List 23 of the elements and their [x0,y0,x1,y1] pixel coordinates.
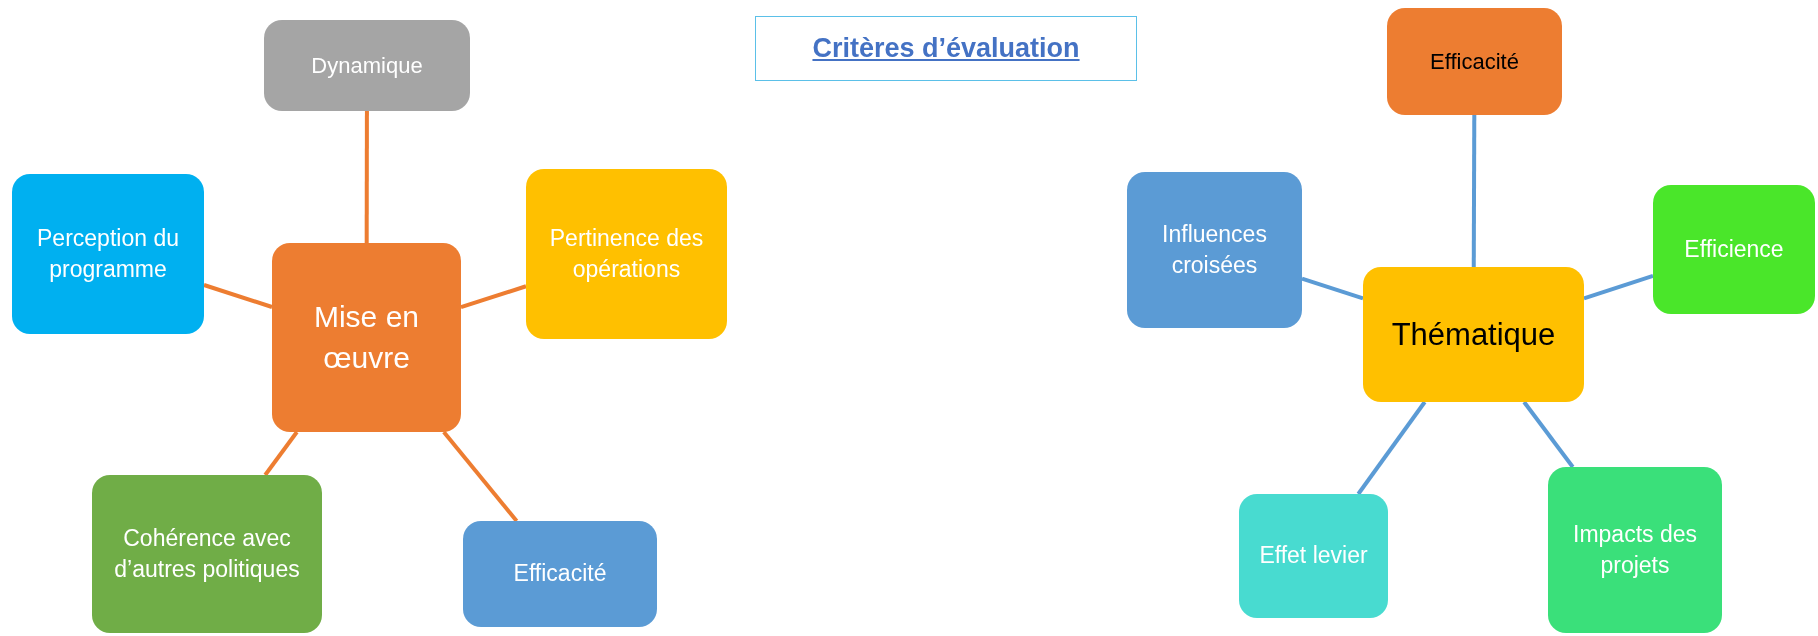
connector-line [460,284,527,310]
criterion-box: Effet levier [1239,494,1388,618]
connector-line [1471,115,1477,267]
criterion-box: Perception du programme [12,174,204,334]
connector-line [1301,276,1364,301]
criterion-box: Pertinence des opérations [526,169,727,339]
title: Critères d’évaluation [812,32,1080,66]
criterion-box: Efficacité [1387,8,1562,115]
criterion-box: Impacts des projets [1548,467,1722,633]
criterion-box: Mise en œuvre [272,243,461,432]
connector-line [1356,400,1427,496]
connector-line [1522,400,1575,469]
connector-line [364,111,369,243]
criterion-box: Efficience [1653,185,1815,314]
connector-line [203,283,273,309]
connector-line [1583,274,1654,301]
criterion-box: Cohérence avec d’autres politiques [92,475,322,633]
criterion-box: Influences croisées [1127,172,1302,328]
criterion-box: Thématique [1363,267,1584,402]
connector-line [263,430,299,477]
criterion-box: Dynamique [264,20,470,111]
connector-line [442,430,519,523]
criterion-box: Efficacité [463,521,657,627]
